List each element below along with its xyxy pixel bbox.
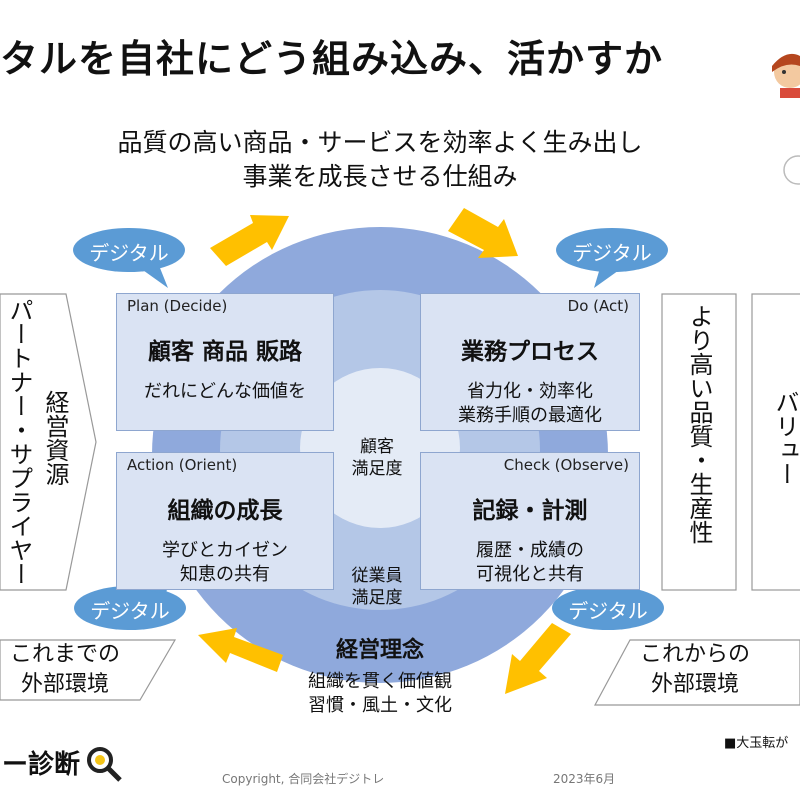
arrow-top-right [448, 208, 518, 258]
bubble-label-tl: デジタル [89, 241, 169, 265]
bubble-br [552, 586, 664, 630]
character-illustration [772, 54, 800, 185]
check-desc-line-2: 可視化と共有 [476, 564, 584, 585]
future-environment-line-2: 外部環境 [650, 672, 739, 697]
do-desc-line-2: 業務手順の最適化 [458, 405, 602, 426]
bubble-bl [74, 586, 186, 630]
check-desc: 履歴・成績の 可視化と共有 [421, 539, 639, 587]
past-env-shape [0, 639, 177, 701]
value-label: バリュー [771, 390, 799, 486]
plan-main-label: 顧客 商品 販路 [147, 339, 302, 365]
copyright-text: Copyright, 合同会社デジトレ [222, 772, 385, 786]
check-en-label: Check (Observe) [503, 456, 629, 474]
bubble-tr-tail [594, 268, 622, 288]
customer-satisfaction-line-2: 満足度 [351, 459, 403, 479]
customer-satisfaction-line-1: 顧客 [360, 437, 394, 457]
philosophy-title: 経営理念 [335, 638, 424, 663]
page-title: タルを自社にどう組み込み、活かすか [0, 37, 664, 81]
past-environment-line-2: 外部環境 [20, 672, 109, 697]
source-note: ■大玉転が [724, 736, 789, 751]
value-panel [751, 293, 800, 591]
subtitle-line-2: 事業を成長させる仕組み [242, 162, 518, 191]
arrow-bottom-left [198, 628, 283, 672]
past-environment-label: これまでの 外部環境 [0, 640, 130, 700]
past-environment-line-1: これまでの [9, 642, 120, 667]
arrow-bottom-right [505, 623, 571, 694]
future-env-shape [593, 639, 800, 706]
partner-supplier-label: パートナー・サプライヤー [5, 298, 33, 586]
do-box: Do (Act) 業務プロセス 省力化・効率化 業務手順の最適化 [420, 293, 640, 431]
plan-desc: だれにどんな価値を [144, 381, 306, 402]
philosophy-sub: 組織を貫く価値観 習慣・風土・文化 [270, 670, 490, 718]
check-desc-line-1: 履歴・成績の [476, 540, 584, 561]
bubble-label-br: デジタル [568, 599, 648, 623]
subtitle-line-1: 品質の高い商品・サービスを効率よく生み出し [117, 128, 643, 157]
future-environment-label: これからの 外部環境 [610, 640, 780, 700]
bubble-tr [556, 228, 668, 272]
arrow-top-left [210, 215, 289, 266]
logo-text: ー診断 [2, 750, 81, 780]
action-desc: 学びとカイゼン 知恵の共有 [117, 539, 333, 587]
employee-satisfaction-line-2: 満足度 [351, 588, 403, 608]
employee-satisfaction: 従業員 満足度 [334, 565, 420, 609]
philosophy-sub-line-1: 組織を貫く価値観 [308, 671, 452, 692]
quality-panel [661, 293, 737, 591]
logo-magnifier-icon [87, 747, 122, 782]
customer-satisfaction: 顧客 満足度 [334, 436, 420, 480]
do-desc: 省力化・効率化 業務手順の最適化 [421, 380, 639, 428]
check-main-label: 記録・計測 [472, 498, 588, 524]
future-environment-line-1: これからの [639, 642, 750, 667]
action-en-label: Action (Orient) [127, 456, 238, 474]
do-desc-line-1: 省力化・効率化 [467, 381, 593, 402]
action-desc-line-2: 知恵の共有 [180, 564, 270, 585]
plan-box: Plan (Decide) 顧客 商品 販路 だれにどんな価値を [116, 293, 334, 431]
employee-satisfaction-line-1: 従業員 [351, 566, 403, 586]
bubble-tl-tail [140, 268, 168, 288]
date-text: 2023年6月 [553, 772, 616, 786]
action-desc-line-1: 学びとカイゼン [162, 540, 288, 561]
philosophy-sub-line-2: 習慣・風土・文化 [308, 695, 452, 716]
do-main-label: 業務プロセス [461, 339, 599, 365]
bubble-label-bl: デジタル [90, 599, 170, 623]
plan-en-label: Plan (Decide) [127, 297, 228, 315]
check-box: Check (Observe) 記録・計測 履歴・成績の 可視化と共有 [420, 452, 640, 590]
management-resources-label: 経営資源 [41, 390, 69, 486]
diagram-subtitle: 品質の高い商品・サービスを効率よく生み出し 事業を成長させる仕組み [60, 126, 700, 194]
left-chevron [0, 293, 97, 591]
bubble-tl [73, 228, 185, 272]
bubble-label-tr: デジタル [572, 241, 652, 265]
do-en-label: Do (Act) [567, 297, 629, 315]
action-main-label: 組織の成長 [167, 498, 283, 524]
action-box: Action (Orient) 組織の成長 学びとカイゼン 知恵の共有 [116, 452, 334, 590]
higher-quality-label: より高い品質・生産性 [685, 304, 713, 544]
